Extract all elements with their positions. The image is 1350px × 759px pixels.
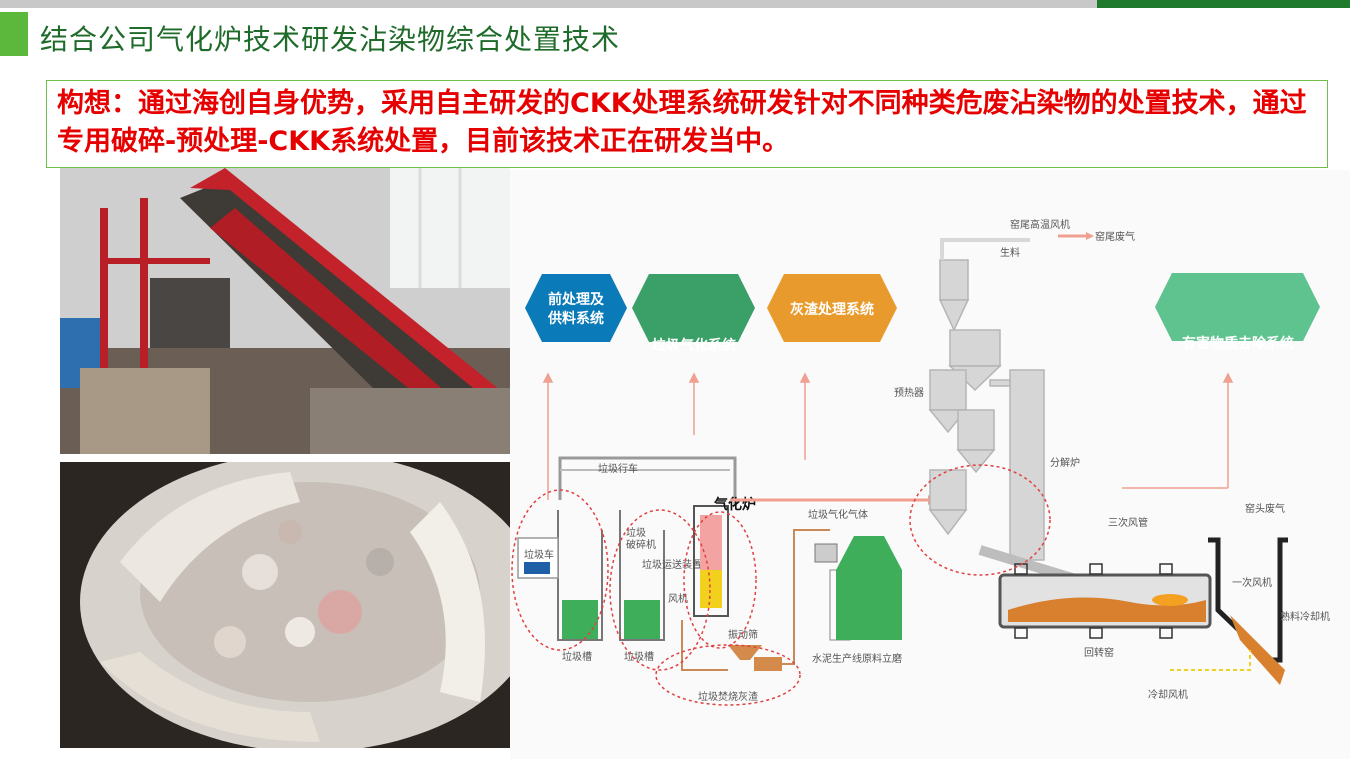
stage-arrow-gasification: 垃圾气化系统 bbox=[632, 274, 755, 354]
label-clinker-cooler: 熟料冷却机 bbox=[1280, 610, 1330, 623]
page-title: 结合公司气化炉技术研发沾染物综合处置技术 bbox=[40, 23, 621, 56]
process-flow-diagram: 前处理及 供料系统 垃圾气化系统 灰渣处理系统 有害物质去除系统 垃圾行车 bbox=[510, 170, 1350, 759]
label-fan: 风机 bbox=[668, 592, 688, 605]
label-crusher-line1: 垃圾 bbox=[626, 526, 646, 539]
photo-shredded-material bbox=[60, 462, 510, 748]
concept-box: 构想：通过海创自身优势，采用自主研发的CKK处理系统研发针对不同种类危废沾染物的… bbox=[46, 80, 1328, 168]
label-truck: 垃圾车 bbox=[524, 548, 554, 561]
stage-removal-label: 有害物质去除系统 bbox=[1182, 335, 1294, 352]
stage-arrow-pretreatment: 前处理及 供料系统 bbox=[525, 274, 627, 342]
label-raw-meal: 生料 bbox=[1000, 246, 1020, 259]
label-conveyor: 垃圾运送装置 bbox=[642, 558, 702, 571]
concept-text: 构想：通过海创自身优势，采用自主研发的CKK处理系统研发针对不同种类危废沾染物的… bbox=[57, 88, 1307, 157]
label-cooling-fan: 冷却风机 bbox=[1148, 688, 1188, 701]
top-gray-bar bbox=[0, 0, 1097, 8]
label-kiln-head-exhaust: 窑头废气 bbox=[1245, 502, 1285, 515]
label-tertiary-duct: 三次风管 bbox=[1108, 516, 1148, 529]
label-pit-1: 垃圾槽 bbox=[562, 650, 592, 663]
label-mill: 水泥生产线原料立磨 bbox=[812, 652, 902, 665]
stage-gasification-label: 垃圾气化系统 bbox=[652, 337, 736, 354]
stage-ash-label: 灰渣处理系统 bbox=[790, 301, 874, 318]
label-kiln-fan: 窑尾高温风机 bbox=[1010, 218, 1070, 231]
label-crane: 垃圾行车 bbox=[598, 462, 638, 475]
title-marker bbox=[0, 12, 28, 56]
label-calciner: 分解炉 bbox=[1050, 456, 1080, 469]
label-screen: 振动筛 bbox=[728, 628, 758, 641]
stage-arrow-removal: 有害物质去除系统 bbox=[1155, 273, 1320, 352]
label-kiln-exhaust: 窑尾废气 bbox=[1095, 230, 1135, 243]
photo-conveyor-crusher bbox=[60, 168, 510, 454]
label-primary-fan: 一次风机 bbox=[1232, 576, 1272, 589]
label-preheater: 预热器 bbox=[894, 386, 924, 399]
label-ash: 垃圾焚烧灰渣 bbox=[698, 690, 758, 703]
label-crusher-line2: 破碎机 bbox=[626, 538, 656, 551]
stage-pretreatment-line1: 前处理及 bbox=[548, 291, 605, 308]
stage-pretreatment-line2: 供料系统 bbox=[547, 310, 604, 327]
top-green-bar bbox=[1097, 0, 1350, 8]
label-rotary-kiln: 回转窑 bbox=[1084, 646, 1114, 659]
label-pit-2: 垃圾槽 bbox=[624, 650, 654, 663]
stage-arrow-ash: 灰渣处理系统 bbox=[767, 274, 897, 342]
label-gas: 垃圾气化气体 bbox=[808, 508, 868, 521]
